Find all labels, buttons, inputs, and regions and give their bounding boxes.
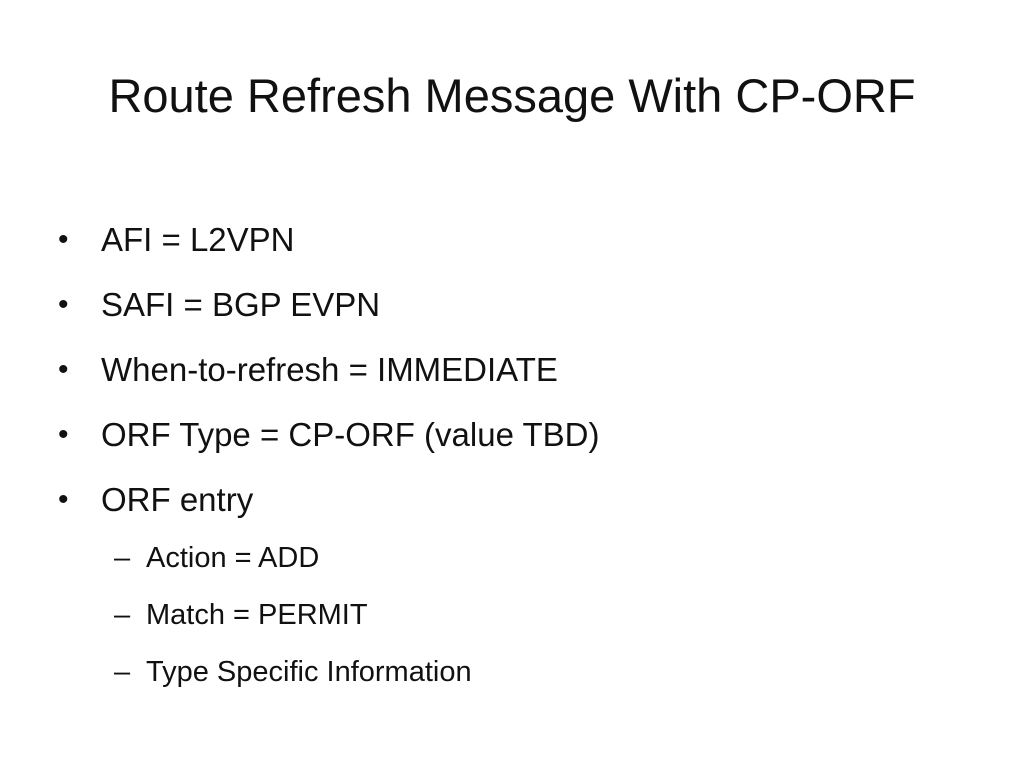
bullet-item: • SAFI = BGP EVPN: [58, 279, 978, 344]
bullet-item: • ORF Type = CP-ORF (value TBD): [58, 409, 978, 474]
bullet-text: AFI = L2VPN: [101, 221, 295, 258]
sub-bullet-text: Action = ADD: [146, 542, 320, 574]
bullet-list: • AFI = L2VPN • SAFI = BGP EVPN • When-t…: [58, 214, 978, 539]
bullet-text: ORF Type = CP-ORF (value TBD): [101, 416, 600, 453]
bullet-marker: •: [58, 353, 69, 386]
sub-bullet-text: Type Specific Information: [146, 656, 472, 688]
bullet-text: SAFI = BGP EVPN: [101, 286, 381, 323]
bullet-marker: •: [58, 483, 69, 516]
sub-bullet-item: – Action = ADD: [114, 536, 974, 593]
bullet-item: • When-to-refresh = IMMEDIATE: [58, 344, 978, 409]
bullet-text: ORF entry: [101, 481, 254, 518]
slide-title: Route Refresh Message With CP-ORF: [108, 69, 916, 122]
bullet-item: • AFI = L2VPN: [58, 214, 978, 279]
sub-bullet-marker: –: [114, 599, 131, 631]
bullet-marker: •: [58, 418, 69, 451]
sub-bullet-marker: –: [114, 542, 131, 574]
sub-bullet-text: Match = PERMIT: [146, 599, 368, 631]
bullet-item: • ORF entry: [58, 474, 978, 539]
sub-bullet-list: – Action = ADD – Match = PERMIT – Type S…: [114, 536, 974, 707]
bullet-marker: •: [58, 288, 69, 321]
sub-bullet-item: – Match = PERMIT: [114, 593, 974, 650]
sub-bullet-marker: –: [114, 656, 131, 688]
sub-bullet-item: – Type Specific Information: [114, 650, 974, 707]
bullet-marker: •: [58, 223, 69, 256]
bullet-text: When-to-refresh = IMMEDIATE: [101, 351, 558, 388]
